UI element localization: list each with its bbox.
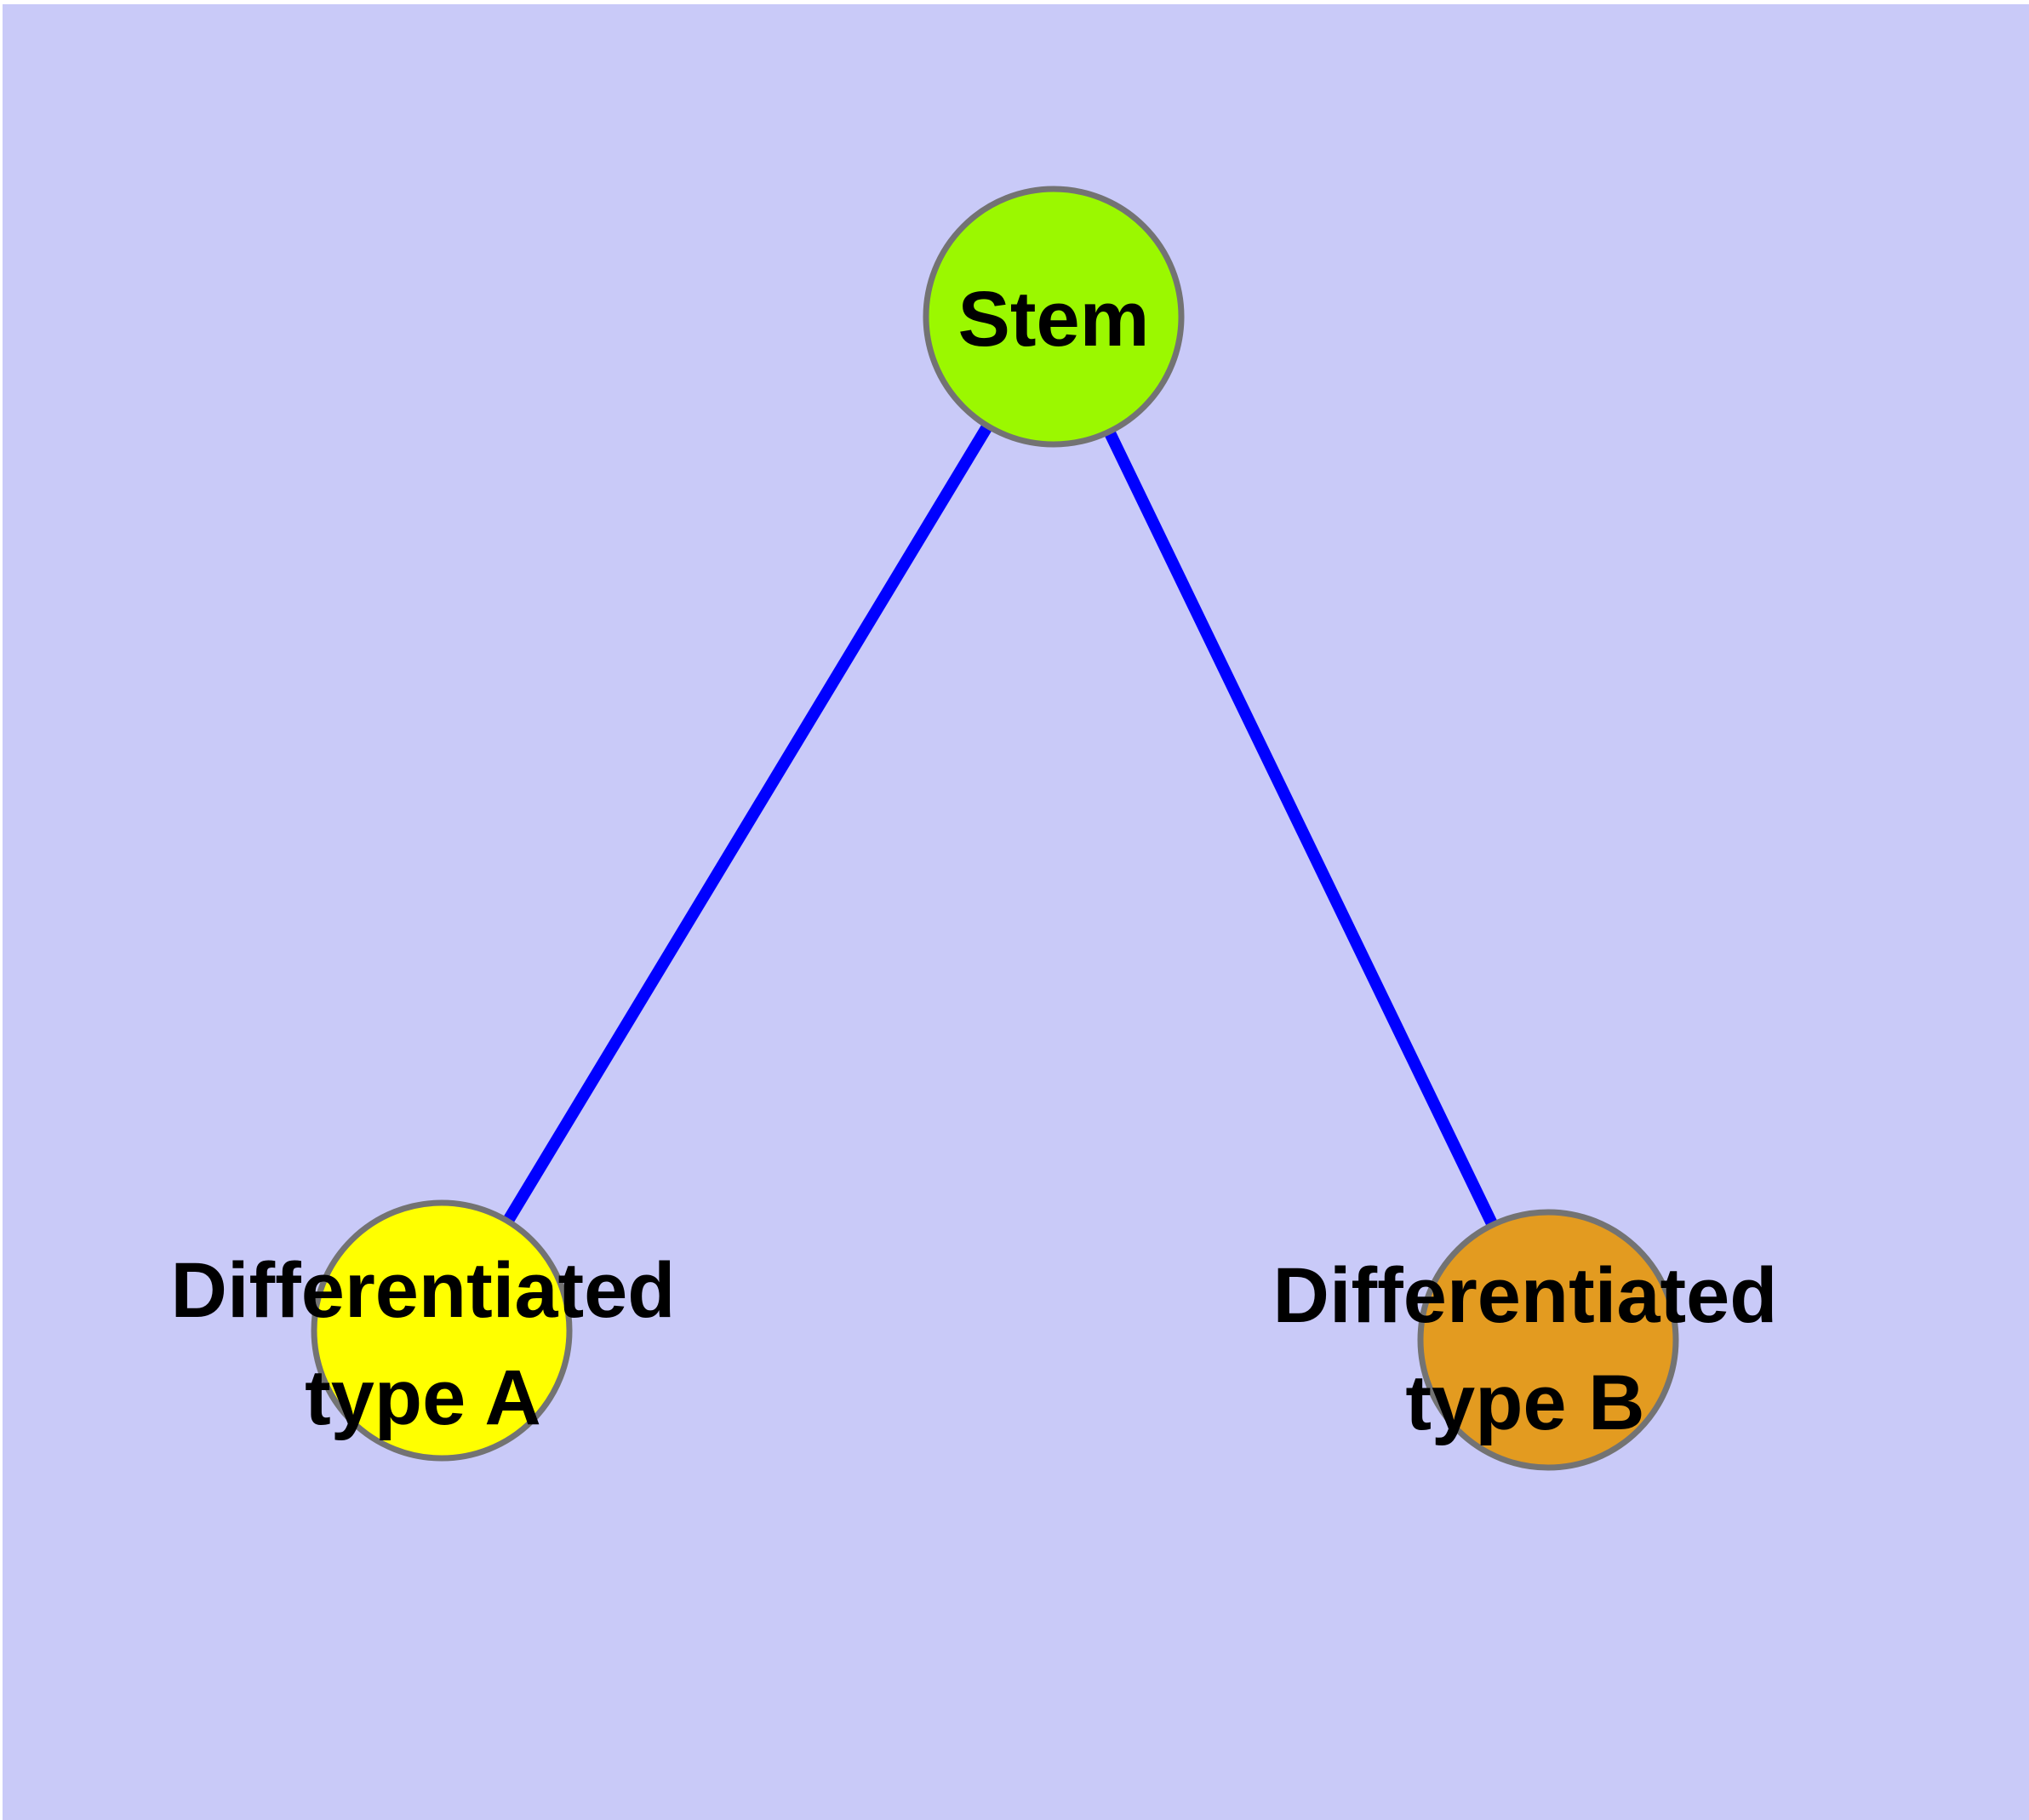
node-label-line: Differentiated xyxy=(1273,1252,1778,1339)
node-label-differentiated-type-b: Differentiated type B xyxy=(1273,1252,1778,1446)
node-label-line: type A xyxy=(305,1354,541,1441)
edge-stem-differentiated-type-b xyxy=(1048,313,1554,1343)
node-differentiated-type-b xyxy=(1417,1209,1679,1471)
node-label-differentiated-type-a: Differentiated type A xyxy=(171,1247,676,1441)
node-differentiated-type-a xyxy=(311,1199,573,1462)
edge-stem-differentiated-type-a xyxy=(437,313,1059,1334)
node-stem xyxy=(923,186,1185,448)
nodes-layer xyxy=(311,186,1679,1471)
node-label-line: Stem xyxy=(958,276,1150,363)
node-label-line: Differentiated xyxy=(171,1247,676,1334)
node-label-line: type B xyxy=(1405,1359,1644,1446)
edges-layer xyxy=(437,313,1554,1343)
node-label-stem: Stem xyxy=(958,276,1150,363)
